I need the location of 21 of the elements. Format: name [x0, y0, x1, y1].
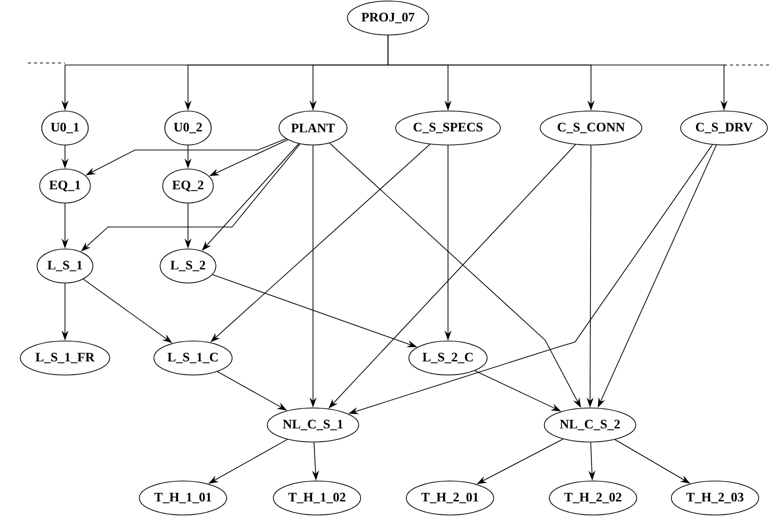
ellipse-node: PROJ_07 [347, 0, 430, 36]
ellipse-node: T_H_2_02 [548, 480, 638, 516]
ellipse-node: T_H_2_03 [670, 480, 760, 516]
ellipse-node: L_S_1_C [154, 340, 232, 376]
ellipse-node: L_S_1 [36, 248, 94, 284]
ellipse-node: PLANT [278, 110, 348, 146]
ellipse-node: U0_2 [164, 110, 212, 146]
ellipse-node: U0_1 [41, 110, 89, 146]
ellipse-node: C_S_SPECS [395, 110, 501, 146]
ellipse-node: EQ_2 [162, 168, 214, 204]
ellipse-node: L_S_2_C [408, 340, 488, 376]
ellipse-node: T_H_2_01 [406, 480, 494, 516]
ellipse-node: L_S_2 [160, 248, 216, 284]
ellipse-node: T_H_1_01 [138, 480, 228, 516]
ellipse-node: T_H_1_02 [272, 480, 362, 516]
ellipse-node: C_S_DRV [680, 110, 768, 146]
ellipse-node: L_S_1_FR [20, 340, 110, 376]
ellipse-node: NL_C_S_2 [544, 408, 636, 442]
ellipse-node: EQ_1 [39, 168, 91, 204]
ellipse-node: NL_C_S_1 [266, 408, 360, 442]
ellipse-node: C_S_CONN [540, 110, 642, 146]
